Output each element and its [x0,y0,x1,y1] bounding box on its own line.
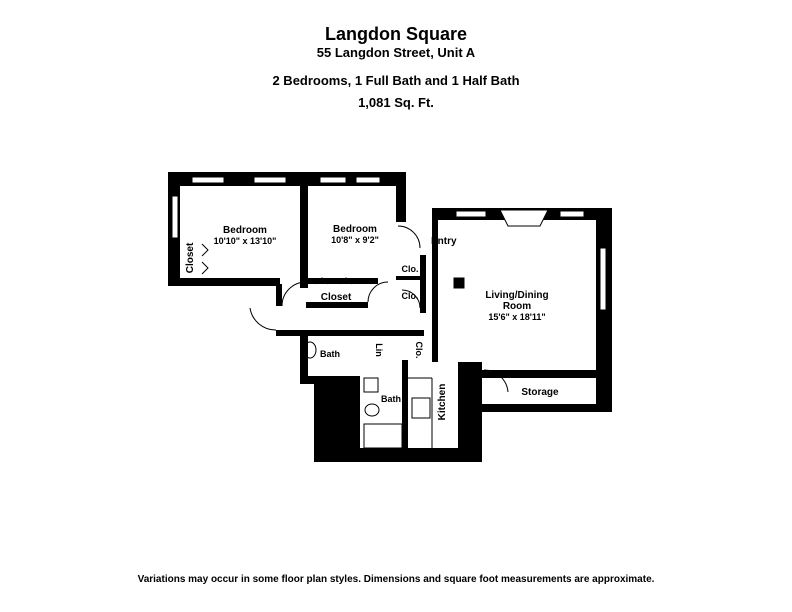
fixtures [201,225,509,449]
half-bath-label: Bath [320,349,340,359]
windows [171,176,607,311]
unit-rooms: 2 Bedrooms, 1 Full Bath and 1 Half Bath [272,73,520,88]
bedroom1-dims: 10'10" x 13'10" [214,236,277,246]
disclaimer: Variations may occur in some floor plan … [137,574,655,585]
living-dims: 15'6" x 18'11" [488,312,545,322]
bedroom2-dims: 10'8" x 9'2" [331,235,379,245]
closet-b2-label: Closet [321,292,352,303]
living-label-1: Living/Dining [485,290,548,301]
property-address: 55 Langdon Street, Unit A [316,45,476,60]
clo3-label: Clo. [414,342,424,359]
kitchen-label: Kitchen [437,384,448,421]
unit-square-footage: 1,081 Sq. Ft. [358,95,434,110]
living-label-2: Room [503,301,531,312]
bedroom1-label: Bedroom [223,225,267,236]
clo2-label: Clo. [402,291,419,301]
property-title: Langdon Square [324,24,467,44]
lin-label: Lin [374,343,384,357]
walls [168,172,612,462]
storage-label: Storage [521,387,559,398]
full-bath-label: Bath [381,394,401,404]
clo1-label: Clo. [402,264,419,274]
closet-b1-label: Closet [185,242,196,273]
entry-label: Entry [431,236,457,247]
room-labels: Bedroom 10'10" x 13'10" Bedroom 10'8" x … [185,224,559,420]
bedroom2-label: Bedroom [333,224,377,235]
